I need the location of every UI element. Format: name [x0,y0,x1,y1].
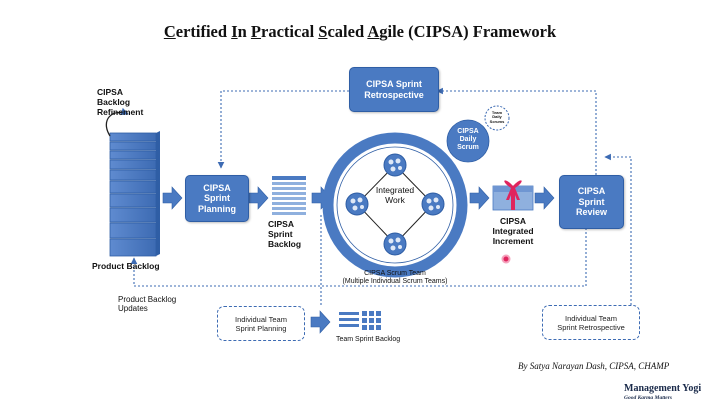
team-sprint-retrospective-box: Individual Team Sprint Retrospective [542,305,640,340]
daily-scrum-circle [446,119,490,163]
arrow-planning-to-sprint-backlog [248,186,269,210]
backlog-refinement-label: CIPSA Backlog Refinement [97,87,144,117]
sprint-backlog-label: CIPSA Sprint Backlog [268,219,302,249]
team-sprint-backlog-grid [339,311,381,330]
team-sprint-planning-box: Individual Team Sprint Planning [217,306,305,341]
scrum-team-label: CIPSA Scrum Team (Multiple Individual Sc… [342,270,448,286]
daily-scrum-label: CIPSA Daily Scrum [457,128,479,152]
team-daily-scrums-circle [484,105,510,131]
arrow-team-to-increment [469,186,490,210]
diagram-title: Certified In Practical Scaled Agile (CIP… [0,22,720,42]
refinement-loop-arrow [105,107,129,137]
sprint-backlog-list [272,176,306,215]
team-node [345,192,369,216]
author-credit: By Satya Narayan Dash, CIPSA, CHAMP [518,361,670,371]
sprint-review-box: CIPSA Sprint Review [559,175,624,229]
arrow-increment-to-review [534,186,555,210]
arrow-backlog-to-planning [162,186,183,210]
team-sprint-backlog-label: Team Sprint Backlog [336,336,401,343]
connector-review-to-retro [436,87,597,175]
sprint-planning-box: CIPSA Sprint Planning [185,175,249,222]
integrated-work-label: Integrated Work [375,185,415,205]
title-part: In [231,22,251,41]
title-part: Certified [163,22,232,41]
title-part: Agile (CIPSA) Framework [367,22,557,41]
product-backlog-stack [109,131,160,257]
team-node [383,153,407,177]
title-part: Practical [250,22,319,41]
team-daily-scrums-label: Team Daily Scrums [489,110,505,124]
product-backlog-label: Product Backlog [92,261,160,271]
connector-team-retro-to-review [604,153,632,305]
cursor-marker [501,254,511,264]
brand-name: Management Yogi [624,383,702,394]
team-node [421,192,445,216]
title-part: Scaled [318,22,368,41]
integrated-increment-label: CIPSA Integrated Increment [492,216,534,246]
connector-review-to-product-backlog [130,228,587,287]
product-backlog-updates-label: Product Backlog Updates [118,295,177,314]
brand-tagline: Good Karma Matters [624,395,672,401]
connector-retro-to-planning [217,90,349,169]
sprint-retrospective-box: CIPSA Sprint Retrospective [349,67,439,112]
gift-icon [492,180,534,211]
team-node [383,232,407,256]
arrow-team-planning-to-backlog [310,310,331,334]
scrum-team-ring [322,132,468,278]
